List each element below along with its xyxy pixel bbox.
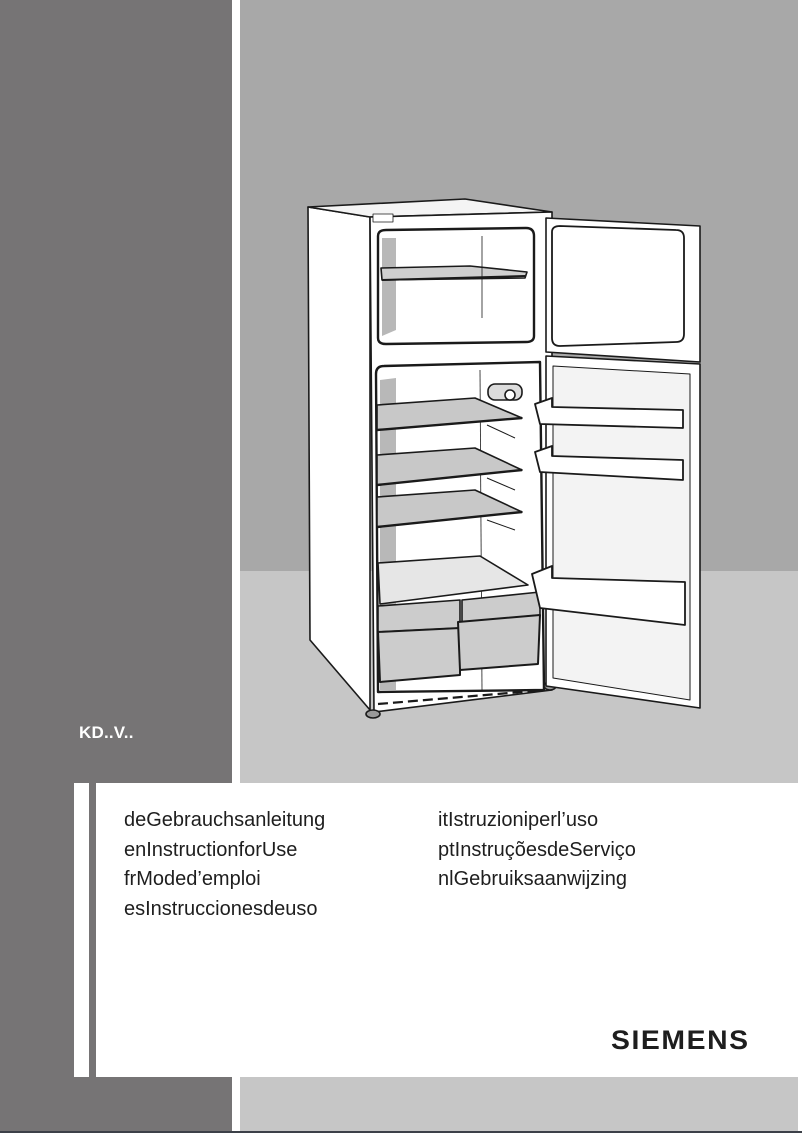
language-panel (74, 783, 798, 1077)
language-list-left: deGebrauchsanleitung enInstructionforUse… (124, 806, 325, 924)
model-number: KD..V.. (79, 723, 134, 742)
language-item-es: esInstruccionesdeuso (124, 897, 318, 920)
refrigerator-open-doors-icon (307, 198, 701, 719)
language-item-pt: ptInstruçõesdeServiço (438, 838, 636, 861)
language-item-fr: frModed’emploi (124, 868, 261, 890)
language-item-de: deGebrauchsanleitung (124, 809, 326, 831)
language-list-right: itIstruzioniperl’uso ptInstruçõesdeServi… (438, 806, 636, 895)
bottom-gray-block (240, 1077, 798, 1133)
language-item-en: enInstructionforUse (124, 838, 298, 861)
language-item-nl: nlGebruiksaanwijzing (438, 868, 627, 890)
accent-stripe (89, 783, 96, 1077)
brand-logo: SIEMENS (611, 1025, 750, 1055)
bottom-edge (0, 1131, 802, 1133)
language-item-it: itIstruzioniperl’uso (438, 809, 599, 831)
